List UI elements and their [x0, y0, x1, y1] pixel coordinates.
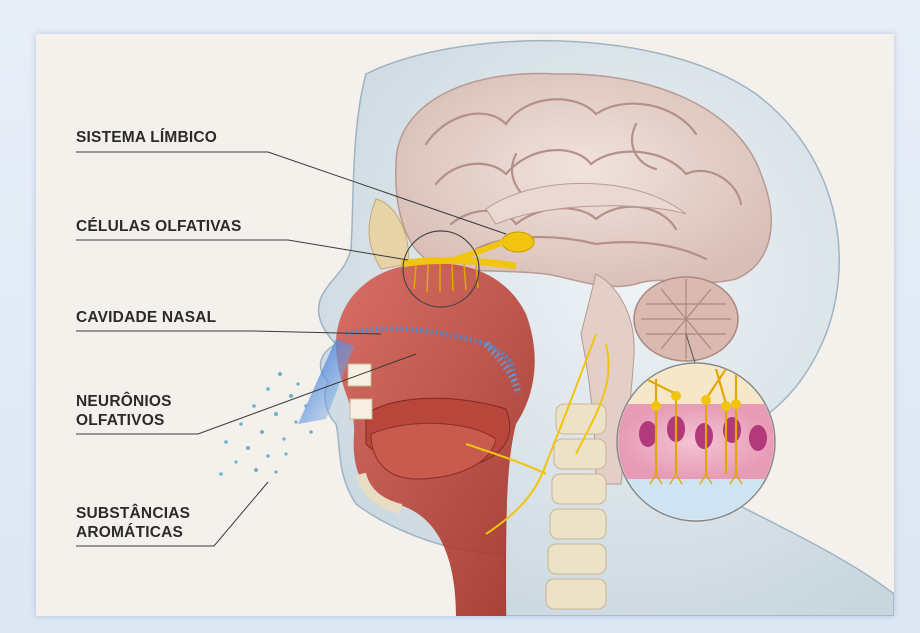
label-celulas-olfativas: CÉLULAS OLFATIVAS	[76, 217, 242, 236]
label-sistema-limbico: SISTEMA LÍMBICO	[76, 128, 217, 147]
label-neuronios-line1: NEURÔNIOS	[76, 392, 246, 411]
illustration-panel: SISTEMA LÍMBICO CÉLULAS OLFATIVAS CAVIDA…	[36, 34, 894, 616]
label-neuronios-line2: OLFATIVOS	[76, 411, 246, 430]
label-substancias-aromaticas: SUBSTÂNCIAS AROMÁTICAS	[76, 504, 246, 542]
label-neuronios-olfativos: NEURÔNIOS OLFATIVOS	[76, 392, 246, 430]
cerebellum	[634, 277, 738, 361]
label-substancias-line1: SUBSTÂNCIAS	[76, 504, 246, 523]
label-cavidade-nasal: CAVIDADE NASAL	[76, 308, 216, 327]
nasal-oral-tissue	[336, 263, 535, 616]
label-substancias-line2: AROMÁTICAS	[76, 523, 246, 542]
